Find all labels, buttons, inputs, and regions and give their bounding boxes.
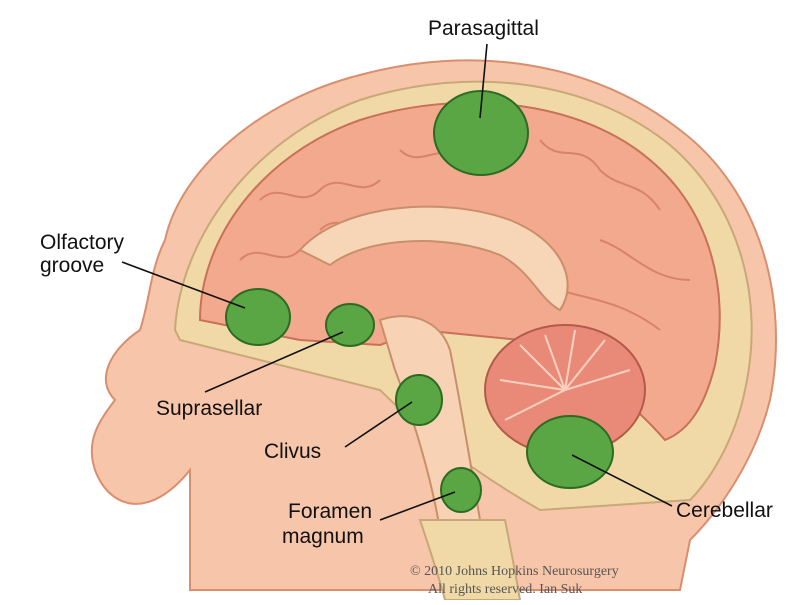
label-parasagittal: Parasagittal — [428, 17, 539, 40]
tumor-parasagittal — [433, 90, 529, 176]
label-clivus: Clivus — [264, 440, 322, 463]
leader-suprasellar — [204, 331, 344, 393]
tumor-suprasellar — [325, 303, 375, 347]
leader-lines — [121, 43, 673, 521]
tumor-cerebellar — [526, 415, 614, 489]
copyright-line: © 2010 Johns Hopkins Neurosurgery — [410, 564, 619, 579]
leader-foramen — [379, 491, 456, 521]
label-cerebellar: Cerebellar — [676, 499, 773, 522]
leader-clivus — [344, 401, 413, 448]
rights-line: All rights reserved. Ian Suk — [428, 582, 583, 597]
label-foramen-line2: magnum — [282, 525, 364, 548]
tumor-olfactory-groove — [225, 288, 291, 346]
label-foramen-line1: Foramen — [288, 500, 373, 523]
label-olfactory-line2: groove — [40, 254, 105, 277]
leader-parasagittal — [479, 43, 488, 119]
leader-cerebellar — [571, 454, 673, 507]
tumor-foramen-magnum — [440, 467, 482, 513]
label-suprasellar: Suprasellar — [156, 397, 263, 420]
corpus-callosum — [298, 205, 569, 312]
label-olfactory-line1: Olfactory — [40, 231, 125, 254]
leader-olfactory — [121, 261, 246, 309]
tumor-clivus — [395, 374, 443, 426]
cerebellum-folia — [499, 329, 631, 421]
